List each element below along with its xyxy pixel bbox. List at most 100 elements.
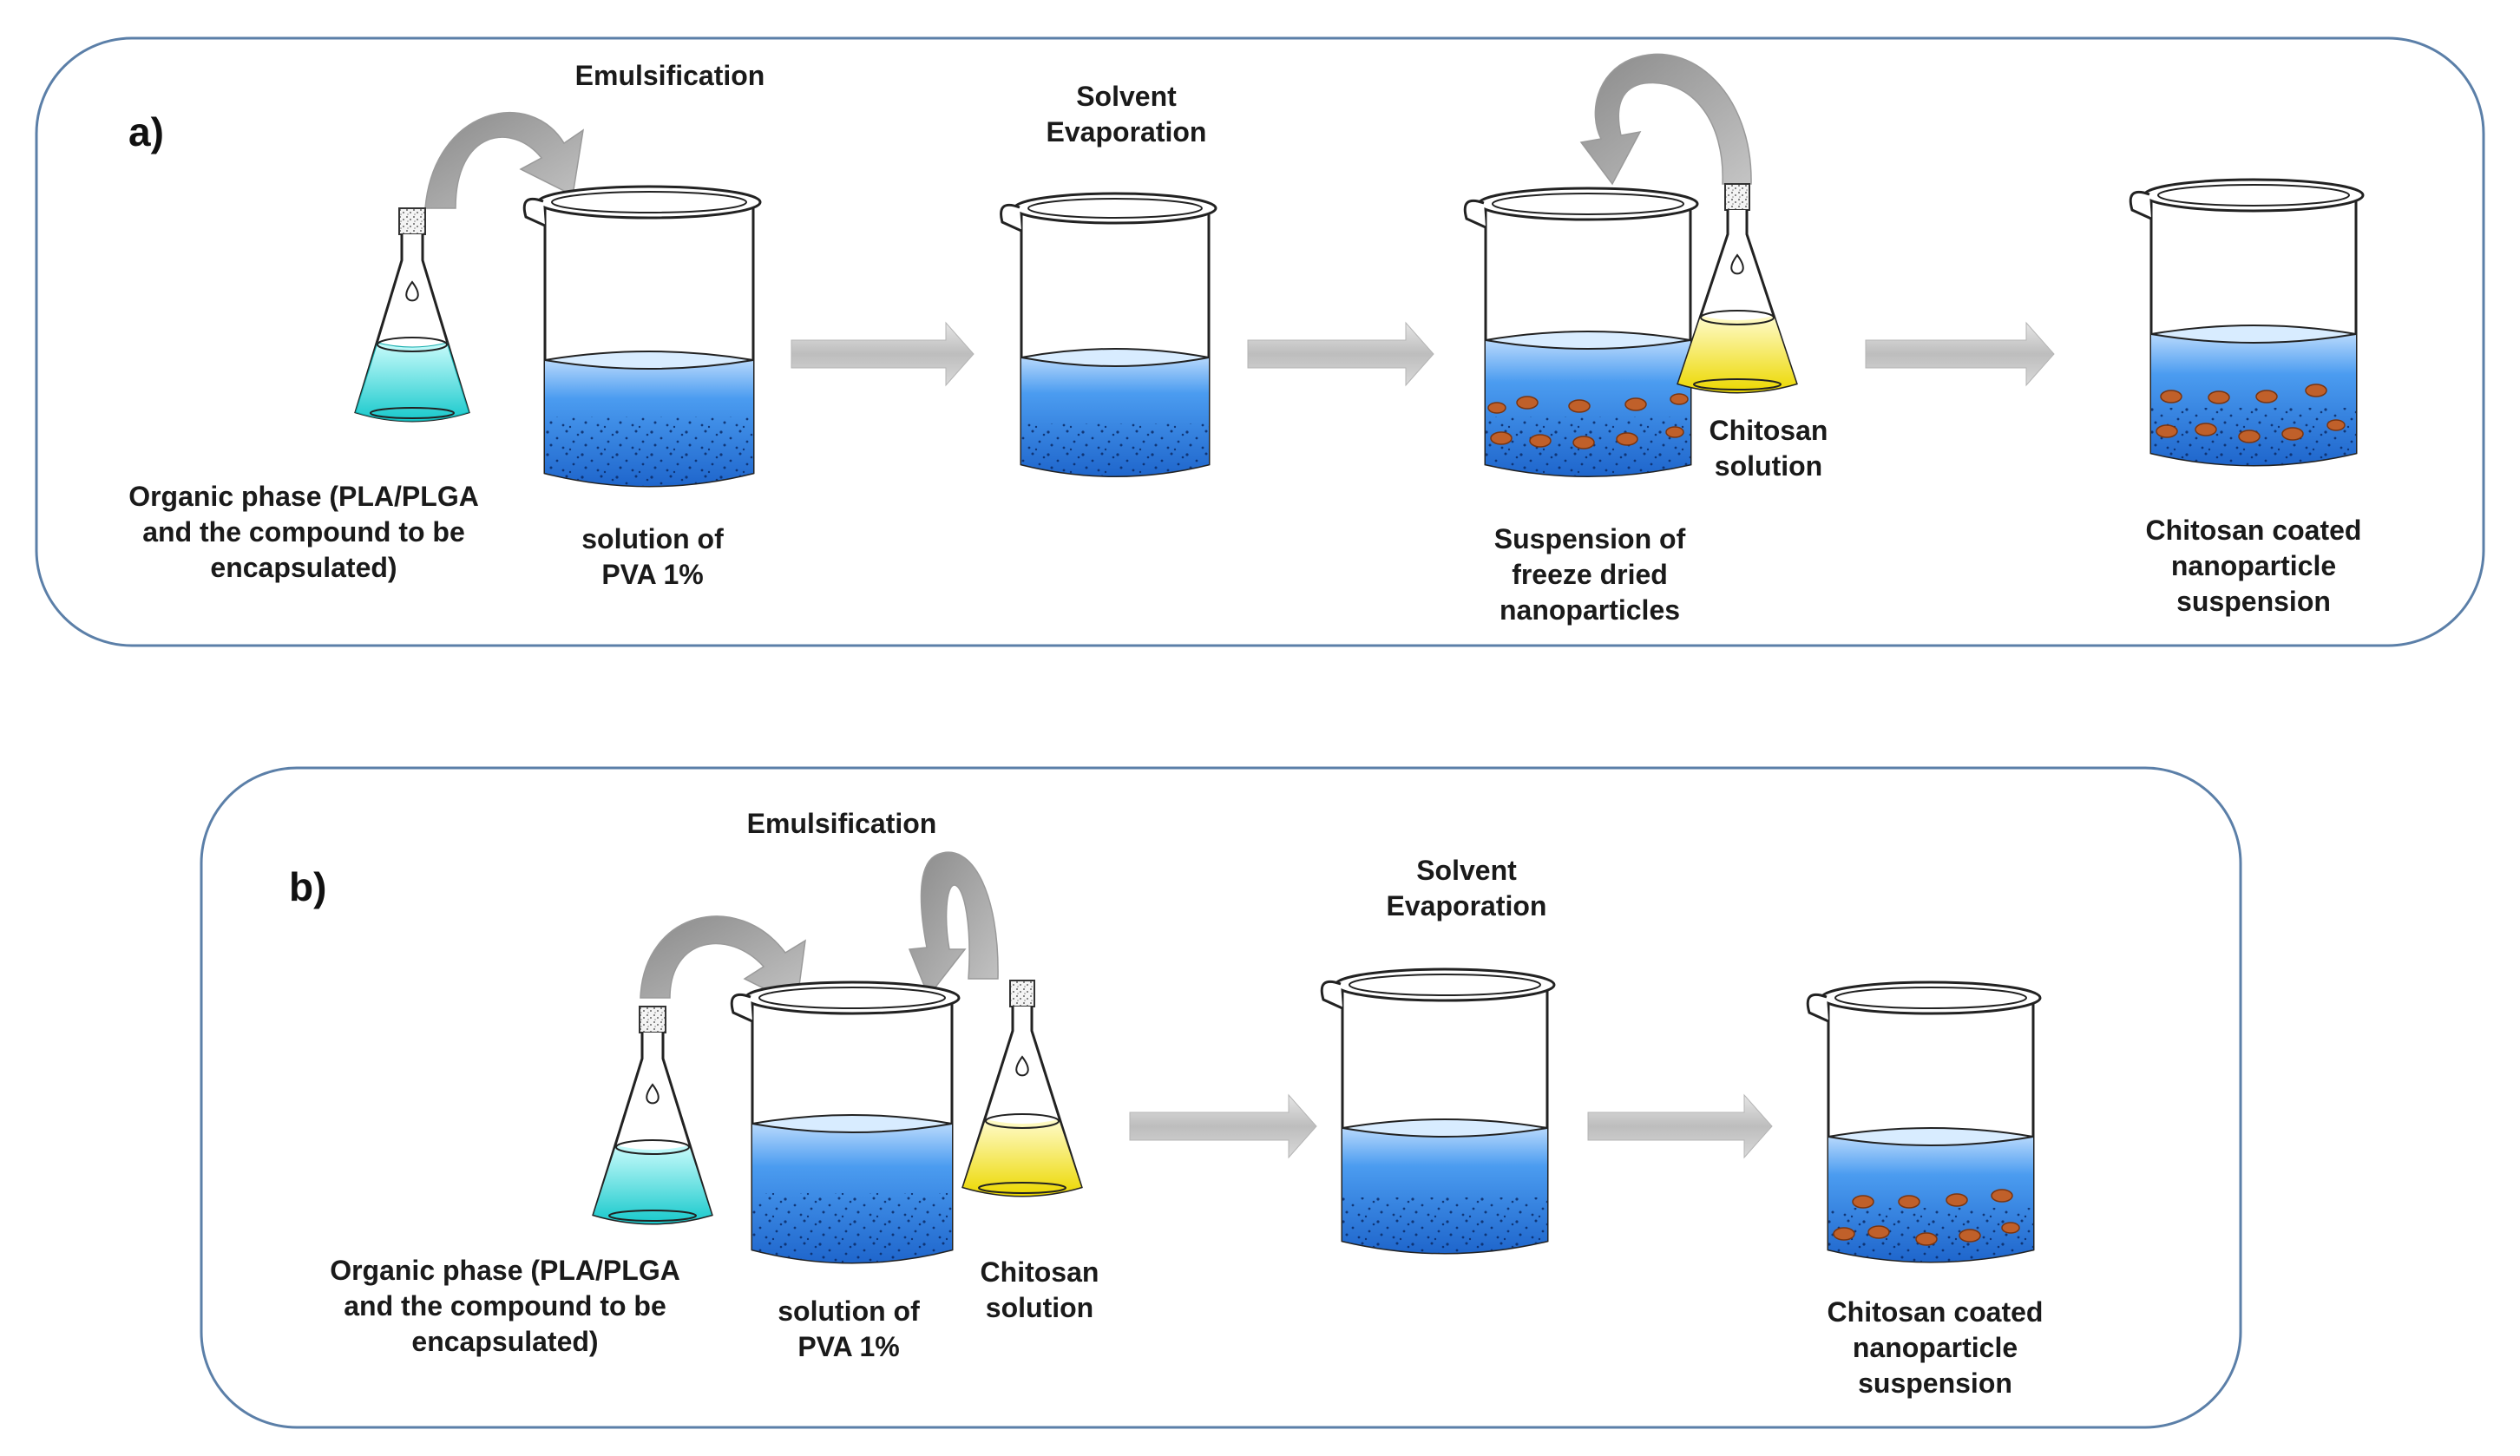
panel-a-coated-label: Chitosan coated nanoparticle suspension: [2146, 515, 2362, 617]
label-line: Chitosan: [1710, 415, 1828, 446]
nanoparticle: [2305, 384, 2327, 397]
nanoparticles: [1833, 1189, 2020, 1246]
label-line: solution of: [581, 523, 724, 554]
panel-a-beaker-evaporation: [1000, 192, 1217, 477]
nanoparticle: [1898, 1195, 1920, 1209]
panel-a-beaker-coated: [2129, 178, 2365, 467]
panel-b-curved-arrow-1: [640, 915, 806, 1007]
panel-a-arrow-2: [1247, 321, 1434, 387]
panel-a-chitosan-label: Chitosan solution: [1710, 415, 1828, 482]
label-line: Chitosan coated: [2146, 515, 2362, 546]
panel-a-flask-chitosan: [1677, 183, 1798, 394]
label-line: nanoparticles: [1500, 594, 1680, 626]
label-line: Organic phase (PLA/PLGA: [128, 481, 479, 512]
panel-a: a) Emulsification Organic phase (PLA/P: [35, 36, 2485, 647]
label-line: nanoparticle: [2171, 550, 2336, 581]
label-line: solution: [1715, 450, 1822, 482]
panel-b-beaker-pva: [730, 981, 961, 1264]
nanoparticle: [1572, 436, 1595, 449]
panel-a-curved-arrow-2: [1579, 53, 1752, 186]
panel-b-arrow-1: [1129, 1093, 1317, 1159]
panel-b: b) Emulsification: [200, 766, 2242, 1429]
panel-a-curved-arrow-1: [424, 112, 585, 209]
label-line: and the compound to be: [344, 1290, 666, 1322]
nanoparticle: [1490, 431, 1513, 445]
cork-icon: [398, 207, 426, 235]
panel-b-curved-arrow-2: [908, 851, 999, 998]
panel-b-flask-chitosan: [961, 980, 1083, 1197]
panel-a-pva-label: solution of PVA 1%: [581, 523, 724, 590]
label-line: Suspension of: [1494, 523, 1686, 554]
panel-b-emulsification-label: Emulsification: [747, 808, 937, 839]
label-line: Organic phase (PLA/PLGA: [330, 1255, 680, 1286]
panel-b-pva-label: solution of PVA 1%: [778, 1295, 920, 1362]
panel-b-solvent-label-2: Evaporation: [1387, 890, 1547, 921]
label-line: solution of: [778, 1295, 920, 1327]
label-line: freeze dried: [1512, 559, 1668, 590]
panel-a-flask-organic-phase: [354, 207, 470, 423]
label-line: encapsulated): [411, 1326, 598, 1357]
panel-a-letter: a): [128, 109, 164, 154]
label-line: nanoparticle: [1853, 1332, 2018, 1363]
nanoparticle: [2156, 424, 2178, 438]
panel-a-beaker-freeze-dried: [1463, 187, 1699, 477]
nanoparticle: [2255, 390, 2278, 403]
nanoparticle: [1946, 1193, 1968, 1207]
nanoparticle: [1867, 1225, 1890, 1239]
nanoparticle: [1568, 399, 1591, 413]
panel-b-chitosan-label: Chitosan solution: [981, 1256, 1099, 1323]
panel-a-arrow-3: [1865, 321, 2055, 387]
nanoparticle: [1529, 434, 1552, 448]
cork-icon: [1009, 980, 1035, 1007]
nanoparticle: [2001, 1222, 2020, 1234]
label-line: Chitosan: [981, 1256, 1099, 1288]
droplet-icon: [1015, 1055, 1029, 1077]
nanoparticle: [1833, 1227, 1855, 1241]
label-line: PVA 1%: [601, 559, 703, 590]
label-line: suspension: [2176, 586, 2331, 617]
nanoparticle: [2208, 390, 2230, 404]
droplet-icon: [1730, 253, 1744, 275]
nanoparticle: [2281, 427, 2304, 441]
label-line: PVA 1%: [797, 1331, 899, 1362]
nanoparticle: [1852, 1195, 1874, 1209]
label-line: encapsulated): [210, 552, 397, 583]
panel-b-flask-organic-phase: [592, 1006, 713, 1225]
nanoparticle: [1624, 397, 1647, 411]
panel-a-emulsification-label: Emulsification: [575, 60, 765, 91]
nanoparticle: [1487, 402, 1506, 414]
nanoparticle: [2238, 430, 2261, 443]
nanoparticle: [1616, 432, 1638, 446]
panel-b-arrow-2: [1587, 1093, 1773, 1159]
panel-a-arrow-1: [791, 321, 975, 387]
nanoparticles: [1487, 393, 1689, 449]
panel-b-coated-label: Chitosan coated nanoparticle suspension: [1828, 1296, 2044, 1399]
panel-a-solvent-label-2: Evaporation: [1047, 116, 1207, 148]
nanoparticle: [1670, 393, 1689, 405]
nanoparticle: [1665, 426, 1684, 438]
panel-a-solvent-label-1: Solvent: [1076, 81, 1177, 112]
nanoparticle: [2326, 419, 2346, 431]
nanoparticles: [2156, 384, 2346, 443]
panel-b-letter: b): [289, 864, 326, 909]
nanoparticle: [2160, 390, 2182, 403]
panel-a-freeze-dried-label: Suspension of freeze dried nanoparticles: [1494, 523, 1686, 626]
cork-icon: [639, 1006, 666, 1033]
label-line: suspension: [1858, 1367, 2012, 1399]
nanoparticle: [2195, 423, 2217, 436]
panel-b-beaker-coated: [1806, 981, 2042, 1263]
nanoparticle: [1991, 1189, 2013, 1203]
label-line: Chitosan coated: [1828, 1296, 2044, 1328]
panel-b-beaker-evaporation: [1320, 967, 1556, 1255]
droplet-icon: [405, 280, 419, 302]
label-line: solution: [986, 1292, 1093, 1323]
nanoparticle: [1516, 396, 1539, 410]
panel-b-solvent-label-1: Solvent: [1416, 855, 1517, 886]
panel-b-organic-phase-label: Organic phase (PLA/PLGA and the compound…: [330, 1255, 680, 1357]
droplet-icon: [646, 1083, 660, 1105]
cork-icon: [1724, 183, 1750, 211]
panel-a-organic-phase-label: Organic phase (PLA/PLGA and the compound…: [128, 481, 479, 583]
label-line: and the compound to be: [142, 516, 465, 548]
panel-a-beaker-pva: [522, 185, 762, 488]
